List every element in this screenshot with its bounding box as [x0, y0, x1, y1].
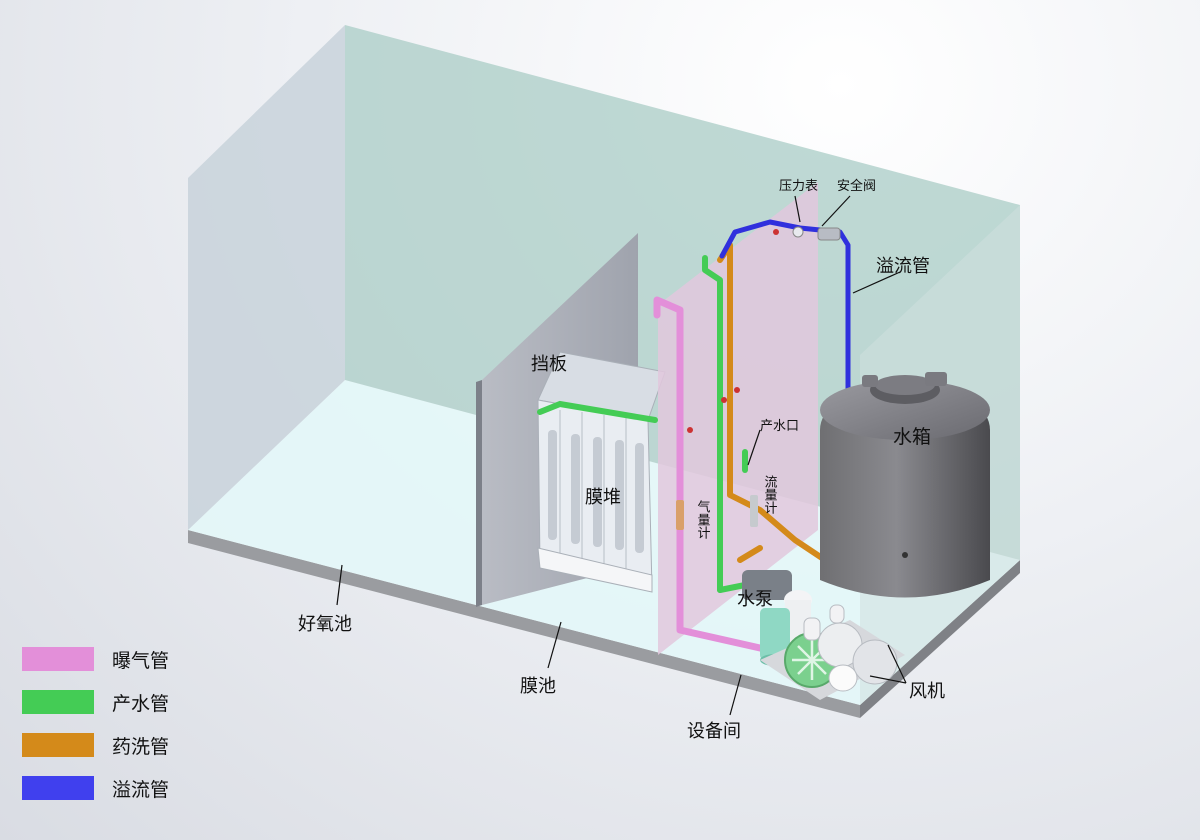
- legend-item-overflow: 溢流管: [22, 776, 170, 801]
- legend-label: 溢流管: [112, 778, 170, 801]
- pressure-gauge-label: 压力表: [779, 179, 818, 194]
- product-water-pipe: [702, 255, 748, 593]
- equipment-room-label: 设备间: [687, 721, 741, 742]
- outlet-label: 产水口: [760, 419, 799, 434]
- gas-flowmeter-label: 气量计: [695, 499, 711, 539]
- base-slab-side: [860, 560, 1020, 718]
- safety-valve-body: [817, 227, 841, 241]
- blower-label: 风机: [909, 681, 945, 702]
- membrane-tank-label: 膜池: [520, 676, 556, 697]
- legend-item-aeration: 曝气管: [22, 647, 170, 672]
- valves: [687, 229, 779, 433]
- flowmeter-body: [750, 495, 758, 527]
- flowmeter-label: 流量计: [762, 475, 778, 514]
- water-tank-label: 水箱: [893, 426, 931, 448]
- legend-swatch: [22, 647, 94, 671]
- water-tank: [820, 372, 990, 598]
- legend-swatch: [22, 776, 94, 800]
- leader-lines: [336, 195, 907, 716]
- base-slab-front: [188, 530, 860, 718]
- safety-valve-label: 安全阀: [837, 178, 876, 194]
- legend-label: 药洗管: [112, 735, 170, 758]
- legend-label: 产水管: [112, 692, 170, 715]
- baffle-edge: [476, 380, 482, 607]
- legend-item-product: 产水管: [22, 690, 170, 715]
- membrane-stack-label: 膜堆: [585, 487, 621, 508]
- gas-flowmeter-body: [676, 500, 684, 530]
- pressure-gauge-dial: [792, 226, 804, 238]
- pipe-legend: 曝气管 产水管 药洗管 溢流管: [22, 647, 170, 820]
- aerobic-tank-label: 好氧池: [298, 614, 352, 635]
- left-wall: [188, 25, 345, 530]
- baffle-label: 挡板: [531, 354, 567, 375]
- legend-swatch: [22, 733, 94, 757]
- blower: [760, 604, 905, 700]
- membrane-stack: [537, 351, 666, 593]
- aeration-pipe: [653, 296, 764, 652]
- equipment-partition: [658, 182, 818, 655]
- legend-label: 曝气管: [112, 649, 170, 672]
- legend-swatch: [22, 690, 94, 714]
- pump-label: 水泵: [737, 589, 773, 610]
- overflow-pipe-label: 溢流管: [876, 256, 930, 277]
- legend-item-chemical: 药洗管: [22, 733, 170, 758]
